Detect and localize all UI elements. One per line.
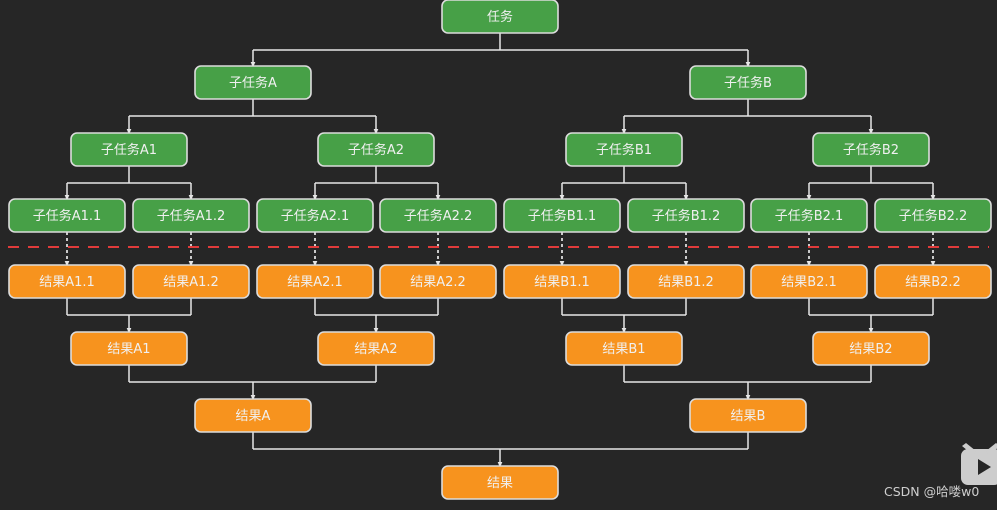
node-resultA1[interactable]: 结果A1 xyxy=(70,331,188,366)
node-label: 结果A1 xyxy=(107,342,150,357)
node-label: 子任务B2 xyxy=(843,142,899,158)
node-label: 子任务B2.2 xyxy=(899,208,968,224)
node-box[interactable] xyxy=(441,465,559,500)
node-box[interactable] xyxy=(750,264,868,299)
node-box[interactable] xyxy=(317,331,435,366)
node-box[interactable] xyxy=(256,264,374,299)
node-resultA1-2[interactable]: 结果A1.2 xyxy=(132,264,250,299)
node-box[interactable] xyxy=(8,198,126,233)
node-resultB1-2[interactable]: 结果B1.2 xyxy=(627,264,745,299)
node-label: 结果B2.1 xyxy=(781,275,837,290)
node-subtaskB1-1[interactable]: 子任务B1.1 xyxy=(503,198,621,233)
node-subtaskA2[interactable]: 子任务A2 xyxy=(317,132,435,167)
node-label: 结果B1 xyxy=(602,342,645,357)
node-label: 子任务B xyxy=(724,75,772,91)
node-resultB2-2[interactable]: 结果B2.2 xyxy=(874,264,992,299)
node-label: 子任务A xyxy=(229,75,277,91)
node-label: 任务 xyxy=(487,9,513,25)
node-label: 结果A2.2 xyxy=(410,275,466,290)
node-box[interactable] xyxy=(317,132,435,167)
node-subtaskB1[interactable]: 子任务B1 xyxy=(565,132,683,167)
node-subtaskA2-1[interactable]: 子任务A2.1 xyxy=(256,198,374,233)
node-label: 子任务A2 xyxy=(348,142,404,158)
node-resultA2-1[interactable]: 结果A2.1 xyxy=(256,264,374,299)
node-box[interactable] xyxy=(750,198,868,233)
node-label: 结果A1.2 xyxy=(163,275,219,290)
node-box[interactable] xyxy=(132,264,250,299)
node-subtaskA2-2[interactable]: 子任务A2.2 xyxy=(379,198,497,233)
node-label: 子任务A2.2 xyxy=(404,208,473,224)
node-label: 子任务A1.1 xyxy=(33,208,102,224)
node-box[interactable] xyxy=(503,264,621,299)
bilibili-tv-icon xyxy=(961,443,997,485)
node-label: 结果B1.2 xyxy=(658,275,714,290)
node-resultB1-1[interactable]: 结果B1.1 xyxy=(503,264,621,299)
node-label: 结果A1.1 xyxy=(39,275,95,290)
node-box[interactable] xyxy=(70,132,188,167)
watermark-label: CSDN @哈喽w0 xyxy=(884,484,979,499)
edge-layer xyxy=(64,33,936,468)
node-label: 子任务A1 xyxy=(101,142,157,158)
node-box[interactable] xyxy=(874,198,992,233)
node-resultA1-1[interactable]: 结果A1.1 xyxy=(8,264,126,299)
node-label: 子任务B1 xyxy=(596,142,652,158)
node-label: 结果B2 xyxy=(849,342,892,357)
node-subtaskA1-2[interactable]: 子任务A1.2 xyxy=(132,198,250,233)
node-subtaskA[interactable]: 子任务A xyxy=(194,65,312,100)
node-resultB1[interactable]: 结果B1 xyxy=(565,331,683,366)
node-box[interactable] xyxy=(812,132,930,167)
node-result[interactable]: 结果 xyxy=(441,465,559,500)
node-label: 结果 xyxy=(487,476,513,491)
node-label: 子任务A1.2 xyxy=(157,208,226,224)
node-box[interactable] xyxy=(689,398,807,433)
node-subtaskB[interactable]: 子任务B xyxy=(689,65,807,100)
node-subtaskB2-2[interactable]: 子任务B2.2 xyxy=(874,198,992,233)
node-label: 结果B2.2 xyxy=(905,275,961,290)
node-box[interactable] xyxy=(379,264,497,299)
node-box[interactable] xyxy=(132,198,250,233)
node-label: 子任务B1.1 xyxy=(528,208,597,224)
node-box[interactable] xyxy=(379,198,497,233)
watermark: CSDN @哈喽w0 xyxy=(884,443,997,499)
node-subtaskB2-1[interactable]: 子任务B2.1 xyxy=(750,198,868,233)
node-label: 结果B1.1 xyxy=(534,275,590,290)
node-box[interactable] xyxy=(874,264,992,299)
node-resultB2-1[interactable]: 结果B2.1 xyxy=(750,264,868,299)
node-label: 子任务B2.1 xyxy=(775,208,844,224)
node-box[interactable] xyxy=(70,331,188,366)
node-box[interactable] xyxy=(503,198,621,233)
node-label: 结果A xyxy=(236,409,271,424)
node-label: 结果A2.1 xyxy=(287,275,343,290)
node-subtaskA1[interactable]: 子任务A1 xyxy=(70,132,188,167)
node-box[interactable] xyxy=(627,198,745,233)
node-box[interactable] xyxy=(256,198,374,233)
node-label: 结果B xyxy=(731,409,766,424)
node-label: 子任务B1.2 xyxy=(652,208,721,224)
node-resultB[interactable]: 结果B xyxy=(689,398,807,433)
node-box[interactable] xyxy=(689,65,807,100)
node-task[interactable]: 任务 xyxy=(441,0,559,34)
node-subtaskB1-2[interactable]: 子任务B1.2 xyxy=(627,198,745,233)
node-label: 子任务A2.1 xyxy=(281,208,350,224)
node-box[interactable] xyxy=(565,132,683,167)
node-label: 结果A2 xyxy=(354,342,397,357)
node-subtaskA1-1[interactable]: 子任务A1.1 xyxy=(8,198,126,233)
node-box[interactable] xyxy=(441,0,559,34)
node-resultA2-2[interactable]: 结果A2.2 xyxy=(379,264,497,299)
node-box[interactable] xyxy=(627,264,745,299)
node-subtaskB2[interactable]: 子任务B2 xyxy=(812,132,930,167)
node-box[interactable] xyxy=(812,331,930,366)
node-box[interactable] xyxy=(565,331,683,366)
node-box[interactable] xyxy=(8,264,126,299)
node-box[interactable] xyxy=(194,65,312,100)
node-box[interactable] xyxy=(194,398,312,433)
node-resultA[interactable]: 结果A xyxy=(194,398,312,433)
node-resultB2[interactable]: 结果B2 xyxy=(812,331,930,366)
node-resultA2[interactable]: 结果A2 xyxy=(317,331,435,366)
